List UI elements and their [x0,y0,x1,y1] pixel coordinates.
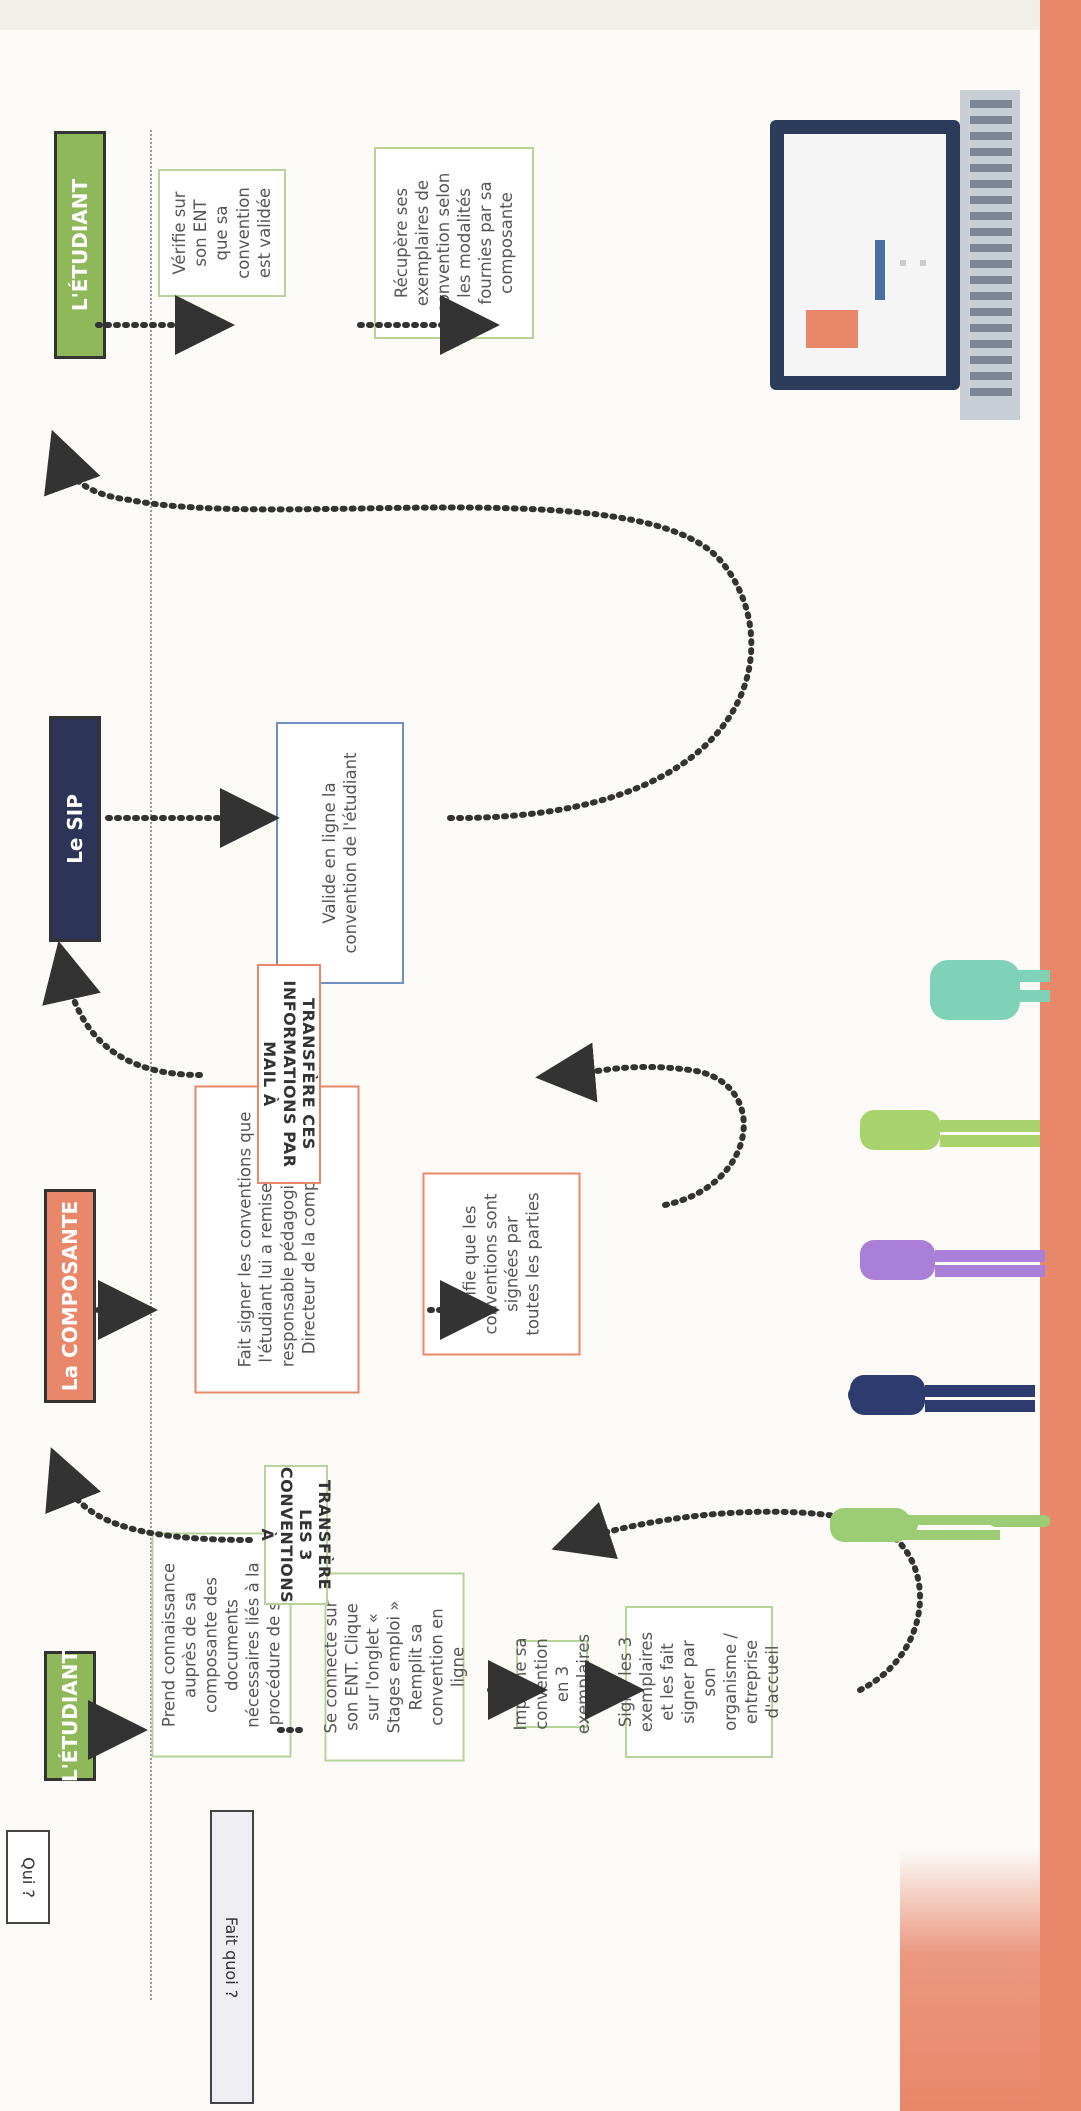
person-silhouette [860,1110,1040,1150]
flow-arrow [535,1042,747,1208]
qui-label-box: Qui ? [6,1830,50,1924]
band-fade [900,1850,1081,2111]
person-silhouette [930,960,1050,1020]
fait-quoi-label-box: Fait quoi ? [210,1810,254,2104]
flow-arrow [42,940,203,1078]
person-silhouette [848,1375,1035,1415]
people-silhouettes-illustration [830,960,1050,1542]
top-strip [0,0,1040,30]
flow-arrow [44,429,755,822]
laptop-icon [770,90,1020,420]
lane-divider [150,130,152,2000]
person-silhouette [830,1508,1050,1542]
right-color-band [1040,0,1081,2111]
flow-arrow [45,1447,253,1543]
person-silhouette [860,1240,1045,1280]
